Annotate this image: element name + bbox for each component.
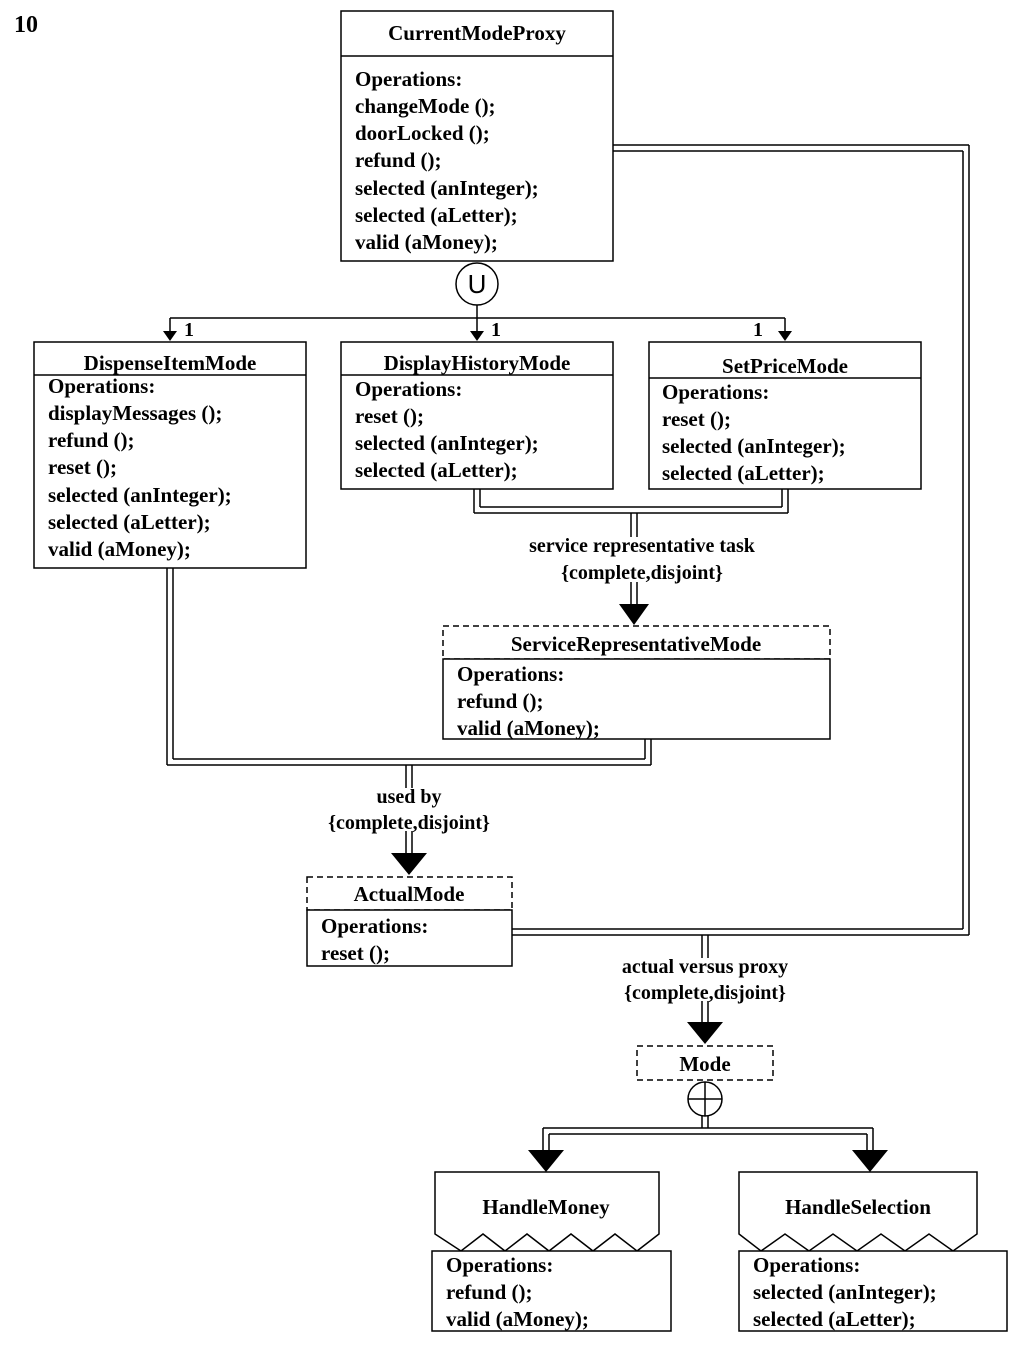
class-handle-selection[interactable]: HandleSelection Operations: selected (an… <box>738 1171 1008 1332</box>
union-icon: U <box>455 262 499 306</box>
operation: reset (); <box>662 407 731 431</box>
ops-header: Operations: <box>48 374 155 398</box>
operation: selected (anInteger); <box>48 483 232 507</box>
operation: refund (); <box>457 689 544 713</box>
plus-circle-icon <box>687 1081 723 1117</box>
operation: selected (aLetter); <box>662 461 825 485</box>
operation: reset (); <box>321 941 390 965</box>
ops-header: Operations: <box>355 377 462 401</box>
generalization-actual-vs-proxy-lines <box>512 144 970 1044</box>
operation: valid (aMoney); <box>446 1307 589 1331</box>
operation: reset (); <box>48 455 117 479</box>
class-title: HandleMoney <box>482 1195 610 1219</box>
multiplicity-display-history: 1 <box>491 319 501 341</box>
operation: valid (aMoney); <box>355 230 498 254</box>
operation: changeMode (); <box>355 94 496 118</box>
class-title: DispenseItemMode <box>84 351 257 375</box>
class-title: SetPriceMode <box>722 354 848 378</box>
class-title: CurrentModeProxy <box>388 21 566 45</box>
class-mode[interactable]: Mode <box>636 1045 774 1081</box>
operation: selected (aLetter); <box>355 458 518 482</box>
generalization-name: service representative task <box>529 535 756 557</box>
class-title: DisplayHistoryMode <box>384 351 571 375</box>
ops-header: Operations: <box>457 662 564 686</box>
operation: displayMessages (); <box>48 401 222 425</box>
generalization-constraint: {complete,disjoint} <box>328 812 490 834</box>
class-title: HandleSelection <box>785 1195 931 1219</box>
operation: selected (anInteger); <box>355 431 539 455</box>
generalization-used-by-lines <box>166 568 652 875</box>
operation: doorLocked (); <box>355 121 490 145</box>
multiplicity-dispense: 1 <box>184 319 194 341</box>
operation: selected (aLetter); <box>48 510 211 534</box>
ops-header: Operations: <box>355 67 462 91</box>
generalization-constraint: {complete,disjoint} <box>624 982 786 1004</box>
operation: selected (aLetter); <box>355 203 518 227</box>
ops-header: Operations: <box>753 1253 860 1277</box>
page-number: 10 <box>14 12 38 38</box>
generalization-name: used by <box>376 786 441 808</box>
operation: refund (); <box>355 148 442 172</box>
class-handle-money[interactable]: HandleMoney Operations: refund (); valid… <box>431 1171 672 1332</box>
operation: refund (); <box>48 428 135 452</box>
class-dispense-item-mode[interactable]: DispenseItemMode Operations: displayMess… <box>33 341 307 569</box>
operation: selected (anInteger); <box>662 434 846 458</box>
union-connectors <box>163 305 792 341</box>
operation: refund (); <box>446 1280 533 1304</box>
generalization-service-rep-lines <box>473 489 789 625</box>
aggregation-lines <box>528 1116 888 1172</box>
operation: valid (aMoney); <box>48 537 191 561</box>
class-service-representative-mode[interactable]: ServiceRepresentativeMode Operations: re… <box>442 625 831 740</box>
generalization-name: actual versus proxy <box>622 956 788 978</box>
operation: selected (aLetter); <box>753 1307 916 1331</box>
class-current-mode-proxy[interactable]: CurrentModeProxy Operations: changeMode … <box>340 10 614 262</box>
class-set-price-mode[interactable]: SetPriceMode Operations: reset (); selec… <box>648 341 922 490</box>
multiplicity-set-price: 1 <box>753 319 763 341</box>
operation: selected (anInteger); <box>355 176 539 200</box>
class-title: ServiceRepresentativeMode <box>511 632 761 656</box>
ops-header: Operations: <box>662 380 769 404</box>
ops-header: Operations: <box>446 1253 553 1277</box>
generalization-constraint: {complete,disjoint} <box>561 562 723 584</box>
operation: valid (aMoney); <box>457 716 600 740</box>
class-actual-mode[interactable]: ActualMode Operations: reset (); <box>306 876 513 967</box>
ops-header: Operations: <box>321 914 428 938</box>
operation: reset (); <box>355 404 424 428</box>
class-title: ActualMode <box>354 882 465 906</box>
svg-text:U: U <box>468 269 487 299</box>
class-title: Mode <box>679 1052 730 1076</box>
class-display-history-mode[interactable]: DisplayHistoryMode Operations: reset ();… <box>340 341 614 490</box>
operation: selected (anInteger); <box>753 1280 937 1304</box>
